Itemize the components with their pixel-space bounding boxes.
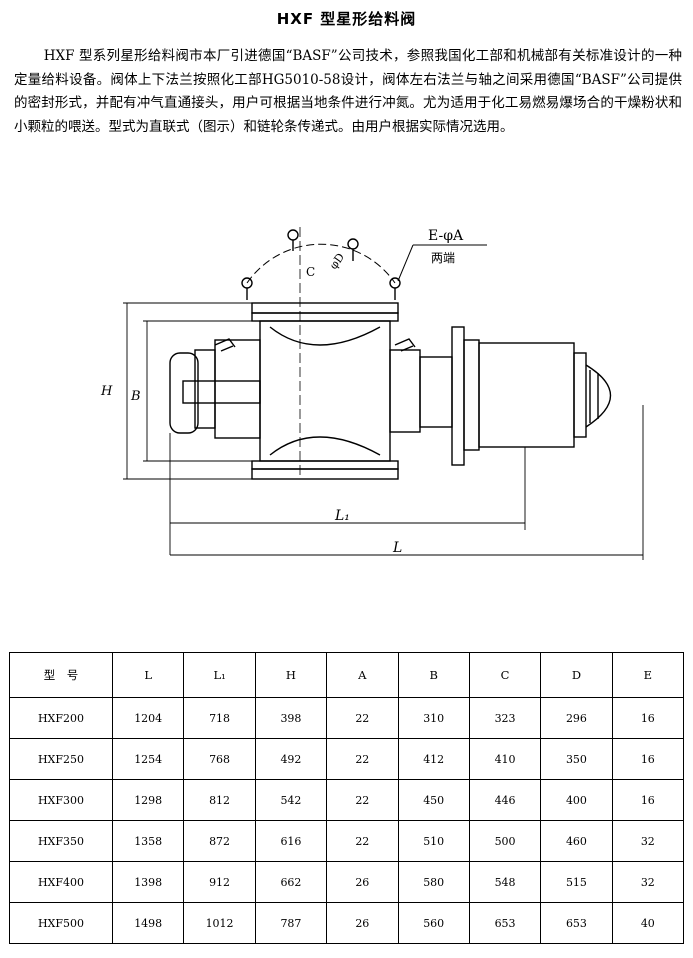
table-row: HXF400 1398 912 662 26 580 548 515 32 — [9, 861, 685, 903]
drive-motor — [389, 326, 612, 466]
table-cell: 1204 — [111, 697, 185, 739]
header-h: H — [254, 652, 328, 698]
table-cell: 412 — [397, 738, 470, 780]
header-d: D — [540, 652, 613, 698]
table-cell: 542 — [254, 779, 328, 821]
label-c: C — [306, 265, 315, 279]
table-header-row: 型 号 L L₁ H A B C D E — [9, 652, 685, 698]
table-cell: HXF500 — [9, 902, 113, 944]
table-cell: HXF250 — [9, 738, 113, 780]
table-cell: 616 — [254, 820, 328, 862]
table-cell: 22 — [326, 738, 399, 780]
table-cell: 16 — [611, 697, 685, 739]
dimension-lines — [123, 302, 644, 560]
table-cell: 350 — [540, 738, 613, 780]
header-a: A — [326, 652, 399, 698]
page-title: HXF 型星形给料阀 — [276, 10, 417, 28]
left-bearing-housing — [169, 338, 261, 439]
table-cell: 22 — [326, 697, 399, 739]
table-row: HXF500 1498 1012 787 26 560 653 653 40 — [9, 902, 685, 944]
table-cell: 510 — [397, 820, 470, 862]
table-cell: 912 — [183, 861, 256, 903]
header-e: E — [611, 652, 685, 698]
table-cell: 500 — [468, 820, 542, 862]
label-e-phi-a: E-φA — [428, 228, 464, 244]
label-h: H — [100, 384, 113, 399]
table-cell: 787 — [254, 902, 328, 944]
table-row: HXF250 1254 768 492 22 412 410 350 16 — [9, 738, 685, 780]
table-cell: 872 — [183, 820, 256, 862]
table-cell: 16 — [611, 738, 685, 780]
table-cell: 560 — [397, 902, 470, 944]
table-cell: 1012 — [183, 902, 256, 944]
valve-body — [251, 302, 399, 480]
label-l: L — [392, 540, 402, 556]
table-cell: 296 — [540, 697, 613, 739]
table-cell: 26 — [326, 861, 399, 903]
label-both-ends: 两端 — [431, 251, 455, 265]
table-cell: 1358 — [111, 820, 185, 862]
table-cell: 400 — [540, 779, 613, 821]
table-cell: 1498 — [111, 902, 185, 944]
table-cell: 1254 — [111, 738, 185, 780]
label-d: φD — [327, 251, 347, 272]
table-cell: 1398 — [111, 861, 185, 903]
header-l1: L₁ — [183, 652, 256, 698]
table-cell: 812 — [183, 779, 256, 821]
table-cell: 768 — [183, 738, 256, 780]
header-c: C — [468, 652, 542, 698]
table-row: HXF300 1298 812 542 22 450 446 400 16 — [9, 779, 685, 821]
table-cell: 32 — [611, 820, 685, 862]
table-cell: 22 — [326, 820, 399, 862]
label-l1: L₁ — [334, 508, 350, 524]
intro-paragraph: HXF 型系列星形给料阀市本厂引进德国“BASF”公司技术，参照我国化工部和机械… — [14, 48, 682, 135]
table-cell: HXF400 — [9, 861, 113, 903]
table-row: HXF200 1204 718 398 22 310 323 296 16 — [9, 697, 685, 739]
table-cell: 460 — [540, 820, 613, 862]
table-cell: 548 — [468, 861, 542, 903]
table-cell: 580 — [397, 861, 470, 903]
table-cell: 16 — [611, 779, 685, 821]
valve-drawing: C φD E-φA 两端 — [100, 227, 644, 560]
table-cell: 310 — [397, 697, 470, 739]
table-cell: 653 — [468, 902, 542, 944]
table-cell: 40 — [611, 902, 685, 944]
bolt-markers — [241, 229, 401, 300]
label-b: B — [130, 389, 141, 404]
header-b: B — [397, 652, 470, 698]
table-cell: 323 — [468, 697, 542, 739]
table-cell: 26 — [326, 902, 399, 944]
table-cell: 22 — [326, 779, 399, 821]
table-cell: 653 — [540, 902, 613, 944]
table-cell: HXF200 — [9, 697, 113, 739]
table-cell: 398 — [254, 697, 328, 739]
table-cell: HXF350 — [9, 820, 113, 862]
table-cell: HXF300 — [9, 779, 113, 821]
table-row: HXF350 1358 872 616 22 510 500 460 32 — [9, 820, 685, 862]
table-cell: 32 — [611, 861, 685, 903]
header-l: L — [111, 652, 185, 698]
table-cell: 492 — [254, 738, 328, 780]
table-cell: 446 — [468, 779, 542, 821]
table-cell: 410 — [468, 738, 542, 780]
spec-table: 型 号 L L₁ H A B C D E HXF200 1204 718 398… — [9, 652, 685, 944]
table-cell: 450 — [397, 779, 470, 821]
header-model: 型 号 — [9, 652, 113, 698]
table-cell: 1298 — [111, 779, 185, 821]
table-cell: 718 — [183, 697, 256, 739]
bolt-circle-arc — [246, 243, 396, 284]
table-cell: 662 — [254, 861, 328, 903]
table-cell: 515 — [540, 861, 613, 903]
